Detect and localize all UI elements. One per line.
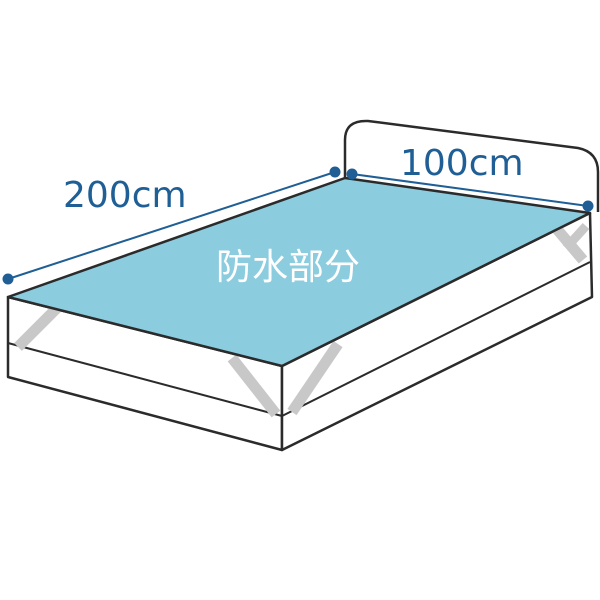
- elastic-straps: [14, 222, 590, 418]
- dot-marker-icon: [2, 273, 14, 285]
- headboard: [343, 119, 600, 212]
- width-label: 100cm: [400, 143, 524, 184]
- length-label: 200cm: [63, 175, 187, 216]
- waterproof-area-label: 防水部分: [216, 247, 360, 288]
- dot-marker-icon: [329, 166, 341, 178]
- skirt-line-left: [7, 342, 283, 417]
- elastic-strap-front-left: [14, 301, 64, 351]
- elastic-strap-back-right-2: [562, 222, 590, 252]
- length-dimension-line: [7, 171, 336, 280]
- dimension-length: 200cm: [2, 166, 341, 285]
- waterproof-top: [6, 176, 592, 368]
- dot-marker-icon: [346, 168, 358, 180]
- width-dimension-line: [351, 173, 589, 207]
- skirt-line-right: [281, 261, 591, 417]
- elastic-strap-front-right-1: [227, 354, 281, 418]
- dot-marker-icon: [582, 200, 594, 212]
- elastic-strap-front-right-2: [287, 340, 343, 416]
- dimension-width: 100cm: [346, 143, 594, 212]
